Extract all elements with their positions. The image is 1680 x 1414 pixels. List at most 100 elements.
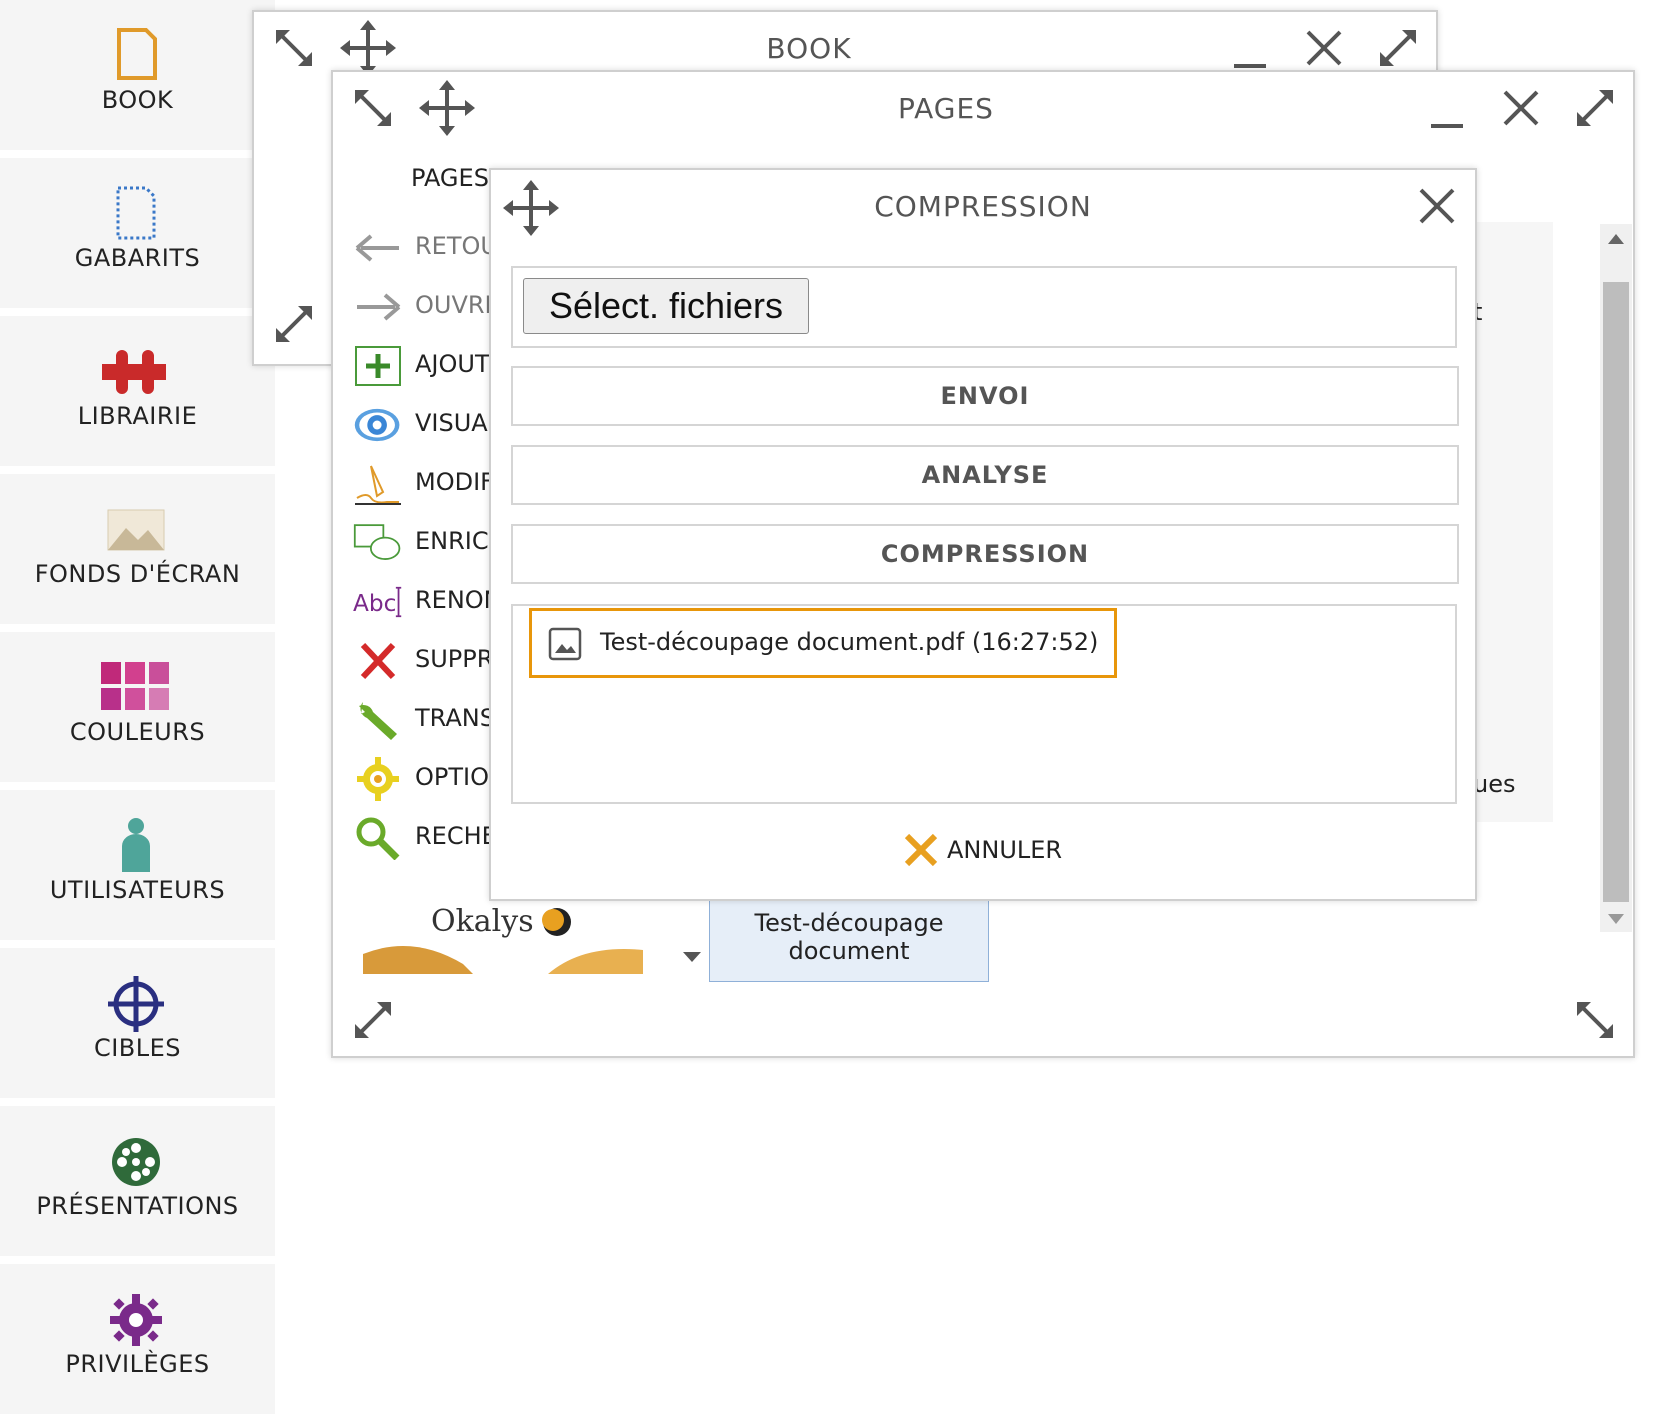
file-list-item[interactable]: Test-découpage document.pdf (16:27:52) — [529, 608, 1117, 678]
eye-icon — [354, 408, 400, 442]
thumbnail-label-line2: document — [788, 937, 910, 965]
sidebar-item-librairie[interactable]: LIBRAIRIE — [0, 316, 275, 466]
menu-item-retour[interactable]: RETOU — [353, 222, 498, 272]
menu-item-enrichir[interactable]: ENRIC — [353, 517, 493, 567]
sidebar-item-presentations[interactable]: PRÉSENTATIONS — [0, 1106, 275, 1256]
sidebar-item-utilisateurs[interactable]: UTILISATEURS — [0, 790, 275, 940]
file-name: Test-découpage document.pdf (16:27:52) — [600, 628, 1099, 656]
sidebar-item-label: COULEURS — [69, 718, 206, 746]
gear-icon — [110, 1294, 162, 1346]
sidebar-item-fonds[interactable]: FONDS D'ÉCRAN — [0, 474, 275, 624]
resize-diagonal-icon[interactable] — [351, 86, 395, 130]
move-icon[interactable] — [419, 80, 475, 136]
page-thumbnail[interactable]: Test-découpage document — [709, 896, 989, 982]
menu-item-options[interactable]: OPTIO — [353, 753, 493, 803]
resize-corner-icon[interactable] — [351, 998, 395, 1042]
pages-window-title: PAGES — [898, 92, 994, 125]
shapes-icon — [353, 524, 401, 560]
add-icon — [355, 346, 401, 386]
analyse-button[interactable]: ANALYSE — [511, 445, 1459, 505]
cancel-label: ANNULER — [947, 836, 1063, 864]
close-icon[interactable] — [1501, 88, 1541, 128]
arrow-right-icon — [357, 293, 401, 321]
select-files-button[interactable]: Sélect. fichiers — [523, 278, 809, 334]
pages-header: PAGES — [411, 164, 489, 192]
menu-item-modifier[interactable]: MODIF — [353, 458, 494, 508]
sidebar-item-cibles[interactable]: CIBLES — [0, 948, 275, 1098]
menu-item-ajouter[interactable]: AJOUT — [353, 340, 493, 390]
menu-item-label: TRANS — [415, 704, 495, 732]
send-button[interactable]: ENVOI — [511, 366, 1459, 426]
move-icon[interactable] — [503, 180, 559, 236]
wrench-icon — [359, 702, 397, 740]
sidebar-item-label: PRIVILÈGES — [65, 1350, 210, 1378]
resize-diagonal-icon[interactable] — [272, 26, 316, 70]
menu-item-label: VISUA — [415, 409, 488, 437]
sidebar-item-label: LIBRAIRIE — [77, 402, 198, 430]
arrow-left-icon — [355, 234, 399, 262]
user-icon — [122, 818, 150, 872]
menu-item-label: OUVRI — [415, 291, 492, 319]
menu-item-visualiser[interactable]: VISUA — [353, 399, 493, 449]
dropdown-arrow-icon[interactable] — [683, 952, 701, 964]
compression-dialog-title: COMPRESSION — [874, 190, 1092, 223]
menu-item-label: MODIF — [415, 468, 494, 496]
logo-graphic — [363, 908, 643, 974]
maximize-icon[interactable] — [1376, 26, 1420, 70]
cancel-x-icon — [904, 833, 938, 867]
book-window-title: BOOK — [766, 32, 852, 65]
sidebar-item-label: PRÉSENTATIONS — [36, 1192, 239, 1220]
sidebar: BOOK GABARITS LIBRAIRIE FONDS D'ÉCRAN CO… — [0, 0, 275, 1414]
landscape-image-icon — [107, 509, 165, 551]
sidebar-item-label: FONDS D'ÉCRAN — [34, 560, 241, 588]
minimize-icon[interactable] — [1427, 92, 1467, 132]
scrollbar[interactable] — [1600, 224, 1632, 932]
okalys-logo: Okalys — [363, 904, 643, 974]
image-file-icon — [548, 627, 582, 661]
file-list: Test-découpage document.pdf (16:27:52) — [511, 604, 1457, 804]
puzzle-icon — [102, 350, 166, 394]
menu-item-label: RENON — [415, 586, 502, 614]
scroll-up-icon[interactable] — [1608, 234, 1624, 244]
film-reel-icon — [112, 1138, 160, 1186]
menu-item-label: RECHE — [415, 822, 497, 850]
close-icon[interactable] — [1417, 186, 1457, 226]
right-fragment-2: ues — [1473, 770, 1516, 798]
menu-item-transformer[interactable]: TRANS — [353, 694, 495, 744]
sidebar-item-couleurs[interactable]: COULEURS — [0, 632, 275, 782]
book-page-icon — [117, 28, 157, 80]
maximize-icon[interactable] — [1573, 86, 1617, 130]
pencil-icon — [355, 465, 401, 505]
dotted-page-icon — [116, 186, 156, 240]
menu-item-label: OPTIO — [415, 763, 489, 791]
file-select-area: Sélect. fichiers — [511, 266, 1457, 348]
resize-corner-icon[interactable] — [272, 302, 316, 346]
move-icon[interactable] — [340, 20, 396, 76]
sidebar-item-label: UTILISATEURS — [49, 876, 226, 904]
sidebar-item-gabarits[interactable]: GABARITS — [0, 158, 275, 308]
scrollbar-thumb[interactable] — [1603, 282, 1629, 902]
color-grid-icon — [101, 662, 169, 710]
close-icon[interactable] — [1304, 28, 1344, 68]
menu-item-label: ENRIC — [415, 527, 489, 555]
menu-item-renommer[interactable]: Abc RENON — [353, 576, 502, 626]
scroll-down-icon[interactable] — [1608, 914, 1624, 924]
logo-text: Okalys — [431, 904, 534, 939]
menu-item-label: AJOUT — [415, 350, 490, 378]
minimize-icon[interactable] — [1230, 32, 1270, 72]
delete-icon — [360, 642, 396, 680]
sidebar-item-label: GABARITS — [74, 244, 201, 272]
sidebar-item-privileges[interactable]: PRIVILÈGES — [0, 1264, 275, 1414]
resize-corner-icon[interactable] — [1573, 998, 1617, 1042]
menu-item-rechercher[interactable]: RECHE — [353, 812, 497, 862]
compression-button[interactable]: COMPRESSION — [511, 524, 1459, 584]
settings-icon — [357, 757, 399, 801]
sidebar-item-book[interactable]: BOOK — [0, 0, 275, 150]
menu-item-label: SUPPR — [415, 645, 494, 673]
menu-item-label: RETOU — [415, 232, 498, 260]
search-icon — [356, 817, 400, 860]
cancel-button[interactable]: ANNULER — [903, 830, 1073, 870]
text-cursor-icon: Abc — [353, 586, 402, 618]
menu-item-supprimer[interactable]: SUPPR — [353, 635, 493, 685]
menu-item-ouvrir[interactable]: OUVRI — [353, 281, 493, 331]
